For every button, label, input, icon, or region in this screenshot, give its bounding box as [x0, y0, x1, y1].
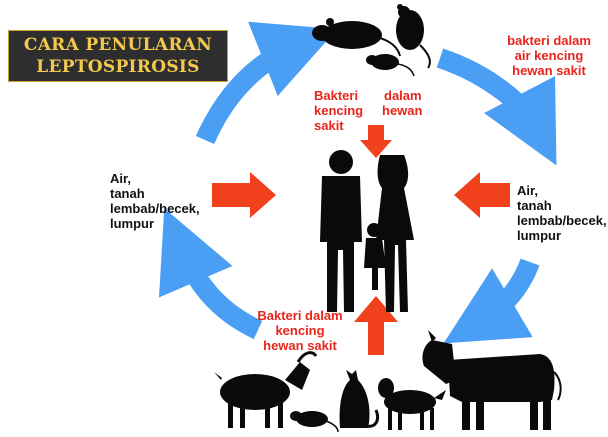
rat-icon — [290, 411, 338, 432]
label-center-top-word: hewan — [382, 103, 422, 118]
label-left: Air, tanah lembab/becek, lumpur — [110, 171, 220, 231]
label-right: Air, tanah lembab/becek, lumpur — [517, 183, 608, 243]
label-right-line: Air, — [517, 183, 608, 198]
label-bottom-center-line: Bakteri dalam — [250, 308, 350, 323]
dog-icon — [378, 378, 446, 430]
label-right-line: lumpur — [517, 228, 608, 243]
label-bottom-center-line: kencing — [250, 323, 350, 338]
red-arrow-right — [454, 172, 510, 218]
label-left-line: tanah — [110, 186, 220, 201]
label-top-right-line: bakteri dalam — [490, 33, 608, 48]
family-silhouette — [320, 150, 414, 312]
label-center-top-word: sakit — [314, 118, 344, 133]
label-top-right: bakteri dalam air kencing hewan sakit — [490, 33, 608, 78]
label-center-top-word: dalam — [384, 88, 422, 103]
cycle-arrow-bottom-right — [478, 262, 530, 323]
label-center-top-word: kencing — [314, 103, 363, 118]
cow-icon — [422, 330, 560, 430]
rat-icon — [312, 18, 400, 56]
label-center-top-word: Bakteri — [314, 88, 358, 103]
label-left-line: Air, — [110, 171, 220, 186]
label-right-line: lembab/becek, — [517, 213, 608, 228]
label-right-line: tanah — [517, 198, 608, 213]
label-bottom-center-line: hewan sakit — [250, 338, 350, 353]
label-left-line: lumpur — [110, 216, 220, 231]
label-center-top: Bakteri dalam kencing hewan sakit — [314, 88, 424, 138]
label-left-line: lembab/becek, — [110, 201, 220, 216]
label-bottom-center: Bakteri dalam kencing hewan sakit — [250, 308, 350, 353]
title-box: CARA PENULARAN LEPTOSPIROSIS — [8, 30, 228, 82]
cat-icon — [340, 370, 378, 428]
rat-icon — [396, 4, 430, 68]
red-arrow-left — [212, 172, 276, 218]
title-line-2: LEPTOSPIROSIS — [36, 56, 200, 78]
cycle-arrow-bottom-left — [180, 245, 258, 330]
title-line-1: CARA PENULARAN — [24, 34, 212, 56]
rat-icon — [366, 54, 414, 76]
label-top-right-line: hewan sakit — [490, 63, 608, 78]
label-top-right-line: air kencing — [490, 48, 608, 63]
